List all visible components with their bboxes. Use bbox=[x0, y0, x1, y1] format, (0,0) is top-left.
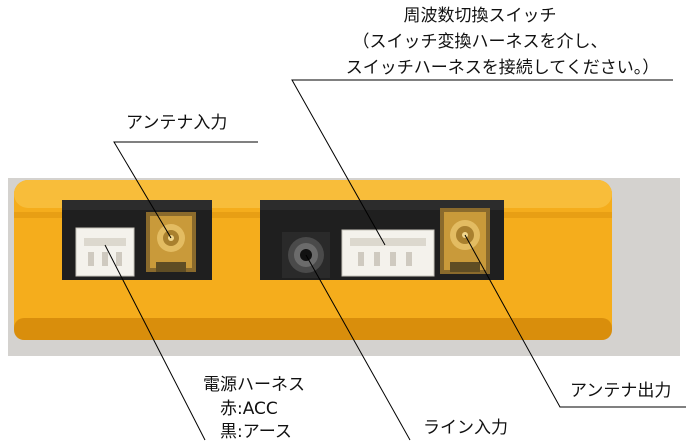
frequency-switch-note-line1: （スイッチ変換ハーネスを介し、 bbox=[352, 32, 608, 52]
line-input-label: ライン入力 bbox=[423, 418, 508, 438]
antenna-output-label: アンテナ出力 bbox=[570, 381, 672, 401]
frequency-switch-note-line2: スイッチハーネスを接続してください。） bbox=[345, 58, 660, 78]
leader-frequency-switch bbox=[291, 79, 673, 246]
leader-line-input bbox=[305, 254, 411, 441]
power-harness-red-label: 赤:ACC bbox=[220, 399, 278, 419]
power-harness-connector bbox=[75, 227, 135, 277]
antenna-input-label: アンテナ入力 bbox=[126, 113, 228, 133]
frequency-switch-title: 周波数切換スイッチ bbox=[403, 6, 557, 26]
power-harness-label: 電源ハーネス bbox=[203, 375, 305, 395]
power-harness-black-label: 黒:アース bbox=[220, 422, 292, 442]
leader-antenna-input bbox=[113, 141, 258, 239]
leader-antenna-output bbox=[464, 234, 686, 408]
antenna-input-jack bbox=[146, 212, 196, 272]
leader-power-harness bbox=[104, 244, 206, 441]
frequency-switch-connector bbox=[341, 229, 435, 277]
